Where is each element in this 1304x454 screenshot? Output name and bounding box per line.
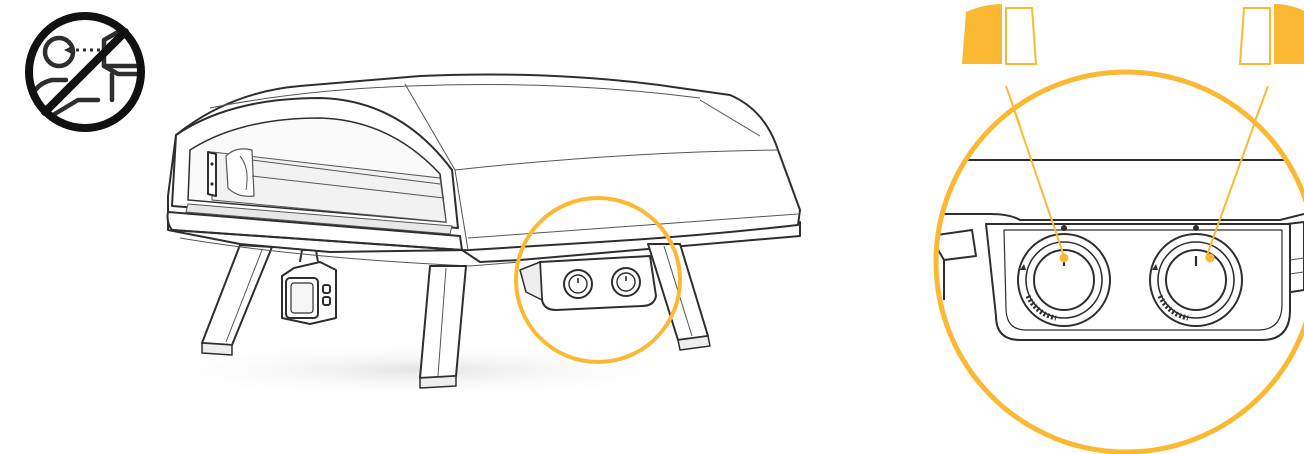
leg-front-left: [419, 265, 467, 389]
knob-right: [611, 267, 641, 297]
knob-left-zoomed: [1017, 225, 1111, 327]
knobs-highlight-ring: [514, 196, 682, 364]
oven-base: [166, 211, 801, 267]
knob-position-icon-left: [962, 4, 1038, 65]
control-panel: [519, 255, 657, 311]
magnifier-ring: [933, 69, 1304, 454]
flame-low-icon: [1020, 264, 1026, 270]
flame-high-icon: [1152, 264, 1158, 270]
leg-back-left: [201, 244, 273, 356]
knob-left: [563, 269, 593, 299]
knob-position-icon-right: [1238, 4, 1304, 65]
gas-regulator: [281, 249, 337, 325]
knob-right-zoomed: [1149, 225, 1243, 327]
no-leaning-over-oven-icon: [25, 12, 145, 132]
pizza-oven: [130, 73, 801, 398]
knob-detail-magnifier: [933, 69, 1304, 454]
oven-opening: [171, 97, 459, 235]
